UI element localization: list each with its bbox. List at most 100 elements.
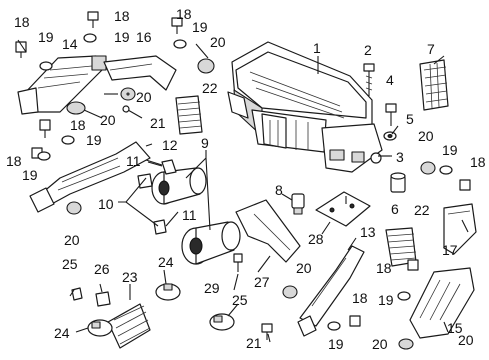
- bolt-part-18-g: [407, 259, 419, 271]
- washer-part-5: [383, 131, 397, 141]
- callout-10: 10: [98, 196, 114, 212]
- clamp-part-24-upper: [155, 283, 181, 301]
- bellows-part-22-right: [385, 227, 417, 267]
- leader-lines: [17, 39, 469, 343]
- grommet-part-20-a: [197, 58, 215, 74]
- callout-20-g: 20: [372, 336, 388, 352]
- callout-23: 23: [122, 269, 138, 285]
- callout-16: 16: [136, 29, 152, 45]
- callout-6: 6: [391, 201, 399, 217]
- grommet-part-20-e: [420, 161, 436, 175]
- callout-18-a: 18: [114, 8, 130, 24]
- air-cleaner-housing: [227, 41, 383, 173]
- callout-17: 17: [442, 242, 458, 258]
- callout-26: 26: [94, 261, 110, 277]
- callout-4: 4: [386, 72, 394, 88]
- callout-19-f: 19: [442, 142, 458, 158]
- callout-11-upper: 11: [126, 153, 141, 169]
- fasteners: [15, 11, 471, 350]
- callout-28: 28: [308, 231, 324, 247]
- callout-27: 27: [254, 274, 270, 290]
- bolt-part-18-d: [39, 119, 51, 138]
- bolt-part-18-f: [459, 179, 471, 191]
- resonator-part-15: [409, 267, 475, 339]
- grommet-part-20-g: [398, 338, 414, 350]
- sensor-part-8: [291, 193, 305, 215]
- callout-15: 15: [447, 320, 463, 336]
- nut-part-19-c: [173, 39, 187, 49]
- callout-5: 5: [406, 111, 414, 127]
- intake-duct-part-16: [103, 55, 177, 91]
- callout-20-h: 20: [458, 332, 474, 348]
- nut-part-19-h: [327, 321, 341, 331]
- clip-part-11-lower: [153, 219, 167, 235]
- callout-labels: 1 2 3 4 5 6 7 8 9 10 11 11 12 13 14 15 1…: [6, 6, 486, 352]
- callout-19-b: 19: [38, 29, 54, 45]
- callout-19-g: 19: [378, 292, 394, 308]
- callout-22-b: 22: [414, 202, 430, 218]
- callout-19-e: 19: [22, 167, 38, 183]
- air-filter-part-7: [419, 59, 449, 111]
- bolt-part-2: [363, 63, 375, 96]
- callout-25-a: 25: [62, 256, 78, 272]
- bolt-part-4: [385, 103, 397, 126]
- callout-11-lower: 11: [182, 207, 197, 223]
- callout-2: 2: [364, 42, 372, 58]
- bolt-part-18-h: [349, 315, 361, 327]
- callout-21-b: 21: [246, 335, 262, 351]
- callout-20-f: 20: [296, 260, 312, 276]
- callout-13: 13: [360, 224, 376, 240]
- hose-part-23: [107, 303, 151, 349]
- nut-part-19-b: [39, 61, 53, 71]
- callout-24-a: 24: [54, 325, 70, 341]
- callout-22-a: 22: [202, 80, 218, 96]
- nut-part-19-a: [83, 33, 97, 43]
- callout-20-e: 20: [418, 128, 434, 144]
- callout-29: 29: [204, 280, 220, 296]
- callout-25-b: 25: [232, 292, 248, 308]
- bracket-part-27: [235, 199, 301, 263]
- callout-21-a: 21: [150, 115, 166, 131]
- callout-18-c: 18: [176, 6, 192, 22]
- clamp-part-24-lower: [87, 319, 113, 337]
- clip-part-11-upper: [145, 159, 177, 175]
- clip-part-26: [95, 291, 111, 307]
- callout-24-b: 24: [158, 254, 174, 270]
- callout-14: 14: [62, 36, 78, 52]
- callout-20-a: 20: [210, 34, 226, 50]
- callout-1: 1: [313, 40, 321, 56]
- sensor-part-25-left: [71, 287, 83, 301]
- callout-8: 8: [275, 182, 283, 198]
- grommet-part-20-f: [282, 285, 298, 299]
- nut-part-19-f: [439, 165, 453, 175]
- callout-18-g: 18: [376, 260, 392, 276]
- sensor-part-6: [390, 172, 406, 193]
- callout-19-d: 19: [86, 132, 102, 148]
- nut-part-19-d: [61, 135, 75, 145]
- bolt-part-18-b: [15, 41, 27, 58]
- callout-19-c: 19: [192, 19, 208, 35]
- callout-7: 7: [427, 41, 435, 57]
- callout-18-b: 18: [14, 14, 30, 30]
- air-duct-part-13: [297, 245, 365, 337]
- grommet-part-20-c: [66, 101, 86, 115]
- nut-part-19-e: [37, 151, 51, 161]
- callout-9: 9: [201, 135, 209, 151]
- callout-20-d: 20: [64, 232, 80, 248]
- duct-part-17: [443, 203, 477, 255]
- callout-18-f: 18: [470, 154, 486, 170]
- callout-19-h: 19: [328, 336, 344, 352]
- clamp-part-25-right: [209, 313, 235, 331]
- bolt-part-21-a: [122, 105, 143, 119]
- callout-3: 3: [396, 149, 404, 165]
- callout-20-b: 20: [136, 89, 152, 105]
- callout-12: 12: [162, 137, 178, 153]
- bolt-part-18-a: [87, 11, 99, 28]
- sensor-part-10: [137, 173, 153, 189]
- callout-18-d: 18: [70, 117, 86, 133]
- callout-20-c: 20: [100, 112, 116, 128]
- bolt-part-29: [233, 253, 243, 272]
- bolt-part-18-c: [171, 17, 183, 34]
- grommet-part-20-d: [66, 201, 82, 215]
